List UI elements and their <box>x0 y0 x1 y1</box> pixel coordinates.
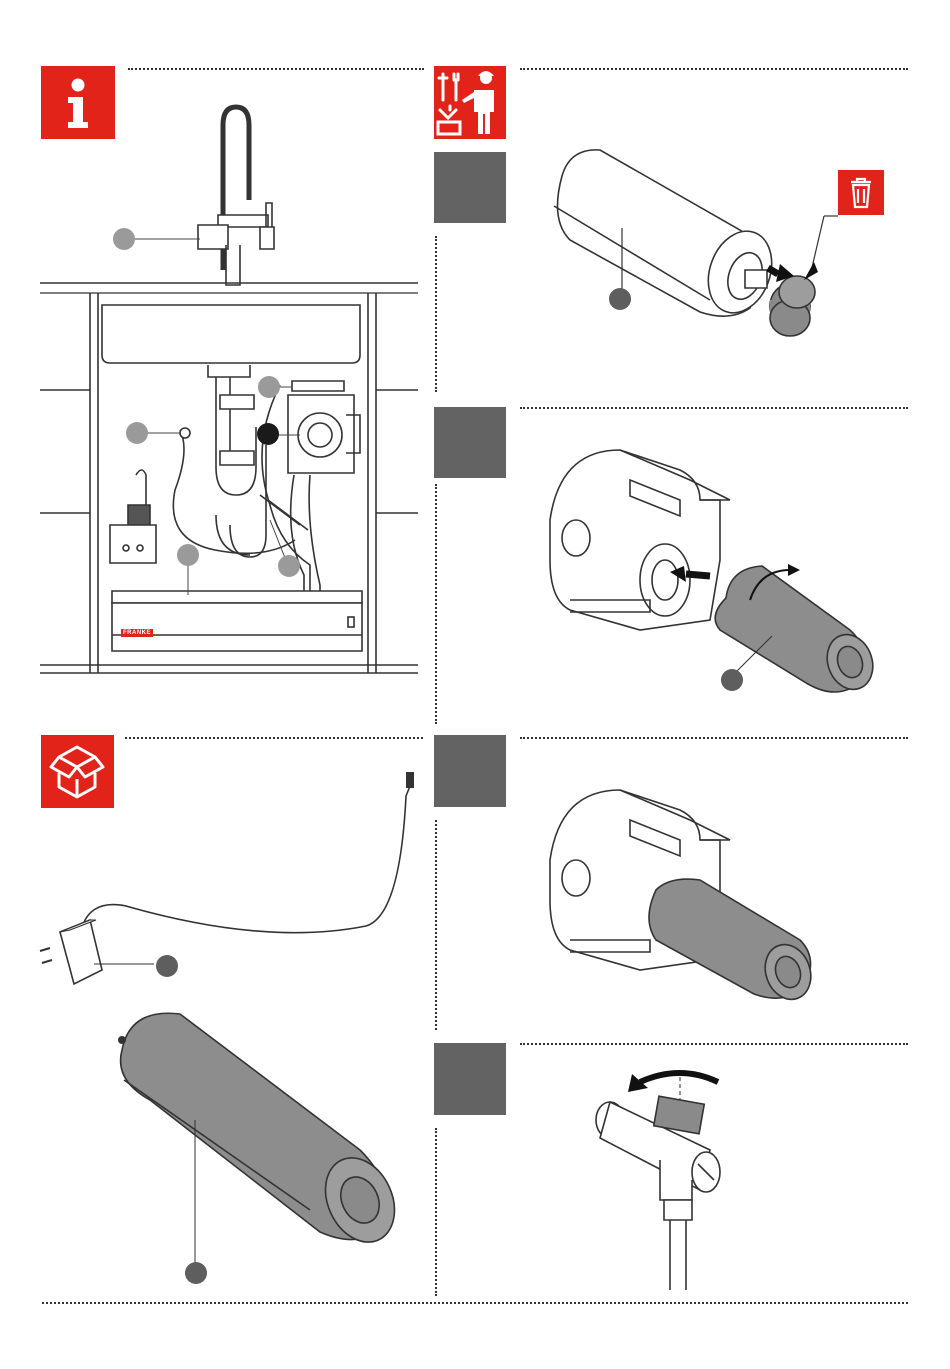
step-1-illustration <box>540 140 870 340</box>
divider-col-3 <box>435 820 437 1030</box>
step-4-illustration <box>580 1060 760 1290</box>
divider-col-4 <box>435 1128 437 1296</box>
package-illustration <box>30 770 430 1290</box>
divider-package-top <box>125 737 423 739</box>
installation-illustration <box>30 95 450 685</box>
step-4-marker <box>434 1043 506 1115</box>
step-3-illustration <box>530 780 840 1010</box>
divider-top-right <box>520 68 908 70</box>
divider-step2-top <box>520 407 908 409</box>
divider-top-left <box>128 68 424 70</box>
step-3-marker <box>434 735 506 807</box>
divider-step4-top <box>520 1043 908 1045</box>
brand-label: FRANKE <box>121 629 153 637</box>
divider-step3-top <box>520 737 908 739</box>
step-2-illustration <box>530 440 880 700</box>
divider-bottom <box>42 1302 908 1304</box>
